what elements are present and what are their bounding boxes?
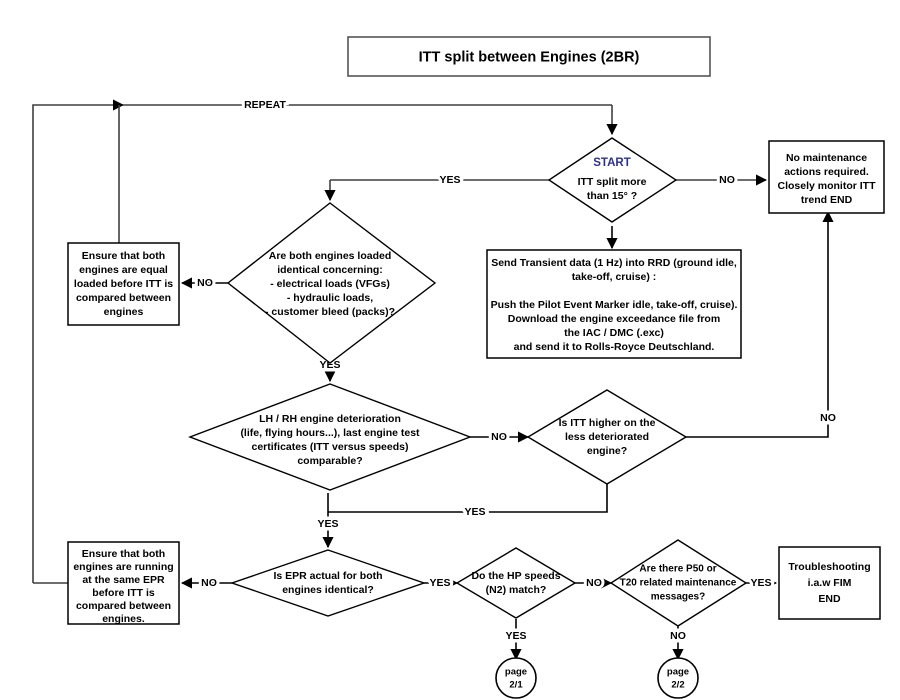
edge-label-p50-yes: YES — [750, 577, 771, 589]
edge-p50-yes: YES — [746, 574, 778, 592]
box-ensure-same-epr-line-1: Ensure that both — [82, 548, 165, 560]
box-ensure-same-epr-line-6: engines. — [102, 613, 145, 625]
edge-epr-yes: YES — [424, 574, 459, 592]
box-ensure-equal-loaded-line-3: loaded before ITT is — [74, 278, 173, 290]
start-label: START — [593, 157, 630, 169]
box-ensure-same-epr-line-5: compared between — [76, 600, 171, 612]
box-send-transient-line-2: take-off, cruise) : — [572, 271, 657, 283]
decision-p50-t20-line-2: T20 related maintenance — [620, 578, 737, 589]
box-ensure-same-epr-line-3: at the same EPR — [82, 574, 165, 586]
decision-start-line-2: than 15° ? — [587, 190, 637, 202]
box-troubleshooting-line-1: Troubleshooting — [788, 561, 870, 573]
decision-engine-loads-line-4: - hydraulic loads, — [287, 292, 373, 304]
box-ensure-same-epr-line-4: before ITT is — [92, 587, 155, 599]
box-no-maintenance[interactable]: No maintenance actions required. Closely… — [768, 140, 885, 214]
edge-hp-no: NO — [575, 574, 613, 592]
decision-hp-speeds-line-2: (N2) match? — [486, 584, 547, 596]
box-send-transient[interactable]: Send Transient data (1 Hz) into RRD (gro… — [486, 249, 742, 359]
edge-start-no: NO — [676, 171, 768, 189]
connector-page-2-1[interactable]: page 2/1 — [495, 657, 537, 699]
edge-label-loads-no: NO — [197, 277, 213, 289]
edge-p50-no: NO — [667, 619, 689, 661]
edge-label-epr-no: NO — [201, 577, 217, 589]
box-send-transient-line-1: Send Transient data (1 Hz) into RRD (gro… — [491, 257, 737, 269]
edge-label-loads-yes: YES — [319, 359, 340, 371]
edge-repeat: REPEAT — [32, 96, 618, 583]
box-send-transient-line-7: and send it to Rolls-Royce Deutschland. — [514, 341, 715, 353]
box-troubleshooting-line-3: END — [818, 593, 841, 605]
connector-page-2-2[interactable]: page 2/2 — [657, 657, 699, 699]
box-ensure-same-epr[interactable]: Ensure that both engines are running at … — [67, 541, 180, 625]
decision-p50-t20-messages[interactable]: Are there P50 or T20 related maintenance… — [609, 539, 748, 627]
decision-deterioration-line-3: certificates (ITT versus speeds) — [252, 441, 409, 453]
decision-engine-loads[interactable]: Are both engines loaded identical concer… — [226, 202, 437, 364]
box-ensure-equal-loaded-line-2: engines are equal — [79, 264, 168, 276]
edge-label-hp-no: NO — [586, 577, 602, 589]
edge-label-deterioration-no: NO — [491, 431, 507, 443]
decision-deterioration-line-4: comparable? — [297, 455, 362, 467]
box-no-maintenance-line-3: Closely monitor ITT — [777, 180, 876, 192]
decision-epr-identical[interactable]: Is EPR actual for both engines identical… — [229, 549, 427, 617]
connector-page-2-2-line-2: 2/2 — [671, 680, 684, 691]
box-no-maintenance-line-2: actions required. — [784, 166, 869, 178]
connector-page-2-2-line-1: page — [667, 667, 689, 678]
edge-hp-yes: YES — [502, 619, 530, 661]
decision-itt-higher[interactable]: Is ITT higher on the less deteriorated e… — [526, 389, 688, 485]
decision-p50-t20-line-1: Are there P50 or — [639, 564, 716, 575]
edge-itt-higher-yes: YES — [328, 481, 608, 521]
page-title: ITT split between Engines (2BR) — [419, 49, 640, 65]
edge-label-p50-no: NO — [670, 630, 686, 642]
edge-epr-no: NO — [180, 574, 232, 592]
edge-label-start-yes: YES — [439, 174, 460, 186]
decision-epr-line-2: engines identical? — [282, 584, 374, 596]
connector-page-2-1-line-2: 2/1 — [509, 680, 523, 691]
decision-hp-speeds[interactable]: Do the HP speeds (N2) match? — [455, 547, 577, 619]
decision-start[interactable]: START ITT split more than 15° ? — [547, 137, 678, 223]
box-troubleshooting-line-2: i.a.w FIM — [808, 577, 852, 589]
decision-engine-deterioration[interactable]: LH / RH engine deterioration (life, flyi… — [188, 383, 472, 491]
decision-epr-line-1: Is EPR actual for both — [273, 570, 382, 582]
edge-deterioration-yes: YES — [314, 493, 342, 549]
box-send-transient-line-6: the IAC / DMC (.exc) — [564, 327, 664, 339]
edge-loads-yes: YES — [316, 355, 344, 383]
decision-deterioration-line-2: (life, flying hours...), last engine tes… — [240, 427, 420, 439]
box-ensure-equal-loaded-line-5: engines — [104, 306, 144, 318]
box-troubleshooting[interactable]: Troubleshooting i.a.w FIM END — [778, 546, 881, 620]
box-ensure-equal-loaded-line-4: compared between — [76, 292, 171, 304]
decision-hp-speeds-line-1: Do the HP speeds — [471, 570, 560, 582]
decision-deterioration-line-1: LH / RH engine deterioration — [259, 413, 401, 425]
title-box: ITT split between Engines (2BR) — [347, 36, 711, 77]
edge-itt-higher-no: NO — [686, 210, 839, 438]
edge-label-deterioration-yes: YES — [317, 518, 338, 530]
decision-itt-higher-line-2: less deteriorated — [565, 431, 649, 443]
edge-label-hp-yes: YES — [505, 630, 526, 642]
box-ensure-same-epr-line-2: engines are running — [73, 561, 173, 573]
edge-deterioration-no: NO — [470, 428, 530, 446]
box-no-maintenance-line-4: trend END — [801, 194, 853, 206]
decision-p50-t20-line-3: messages? — [651, 592, 705, 603]
box-send-transient-line-4: Push the Pilot Event Marker idle, take-o… — [491, 299, 738, 311]
edge-label-itt-higher-no: NO — [820, 412, 836, 424]
edge-loads-no: NO — [180, 274, 228, 292]
edge-label-epr-yes: YES — [429, 577, 450, 589]
edge-label-itt-higher-yes: YES — [464, 506, 485, 518]
edge-label-repeat: REPEAT — [244, 99, 286, 111]
box-ensure-equal-loaded[interactable]: Ensure that both engines are equal loade… — [67, 242, 180, 326]
decision-engine-loads-line-3: - electrical loads (VFGs) — [270, 278, 390, 290]
decision-start-line-1: ITT split more — [578, 176, 647, 188]
box-no-maintenance-line-1: No maintenance — [786, 152, 867, 164]
edge-start-yes: YES — [324, 171, 549, 202]
decision-itt-higher-line-3: engine? — [587, 445, 627, 457]
decision-engine-loads-line-2: identical concerning: — [277, 264, 383, 276]
decision-engine-loads-line-5: - customer bleed (packs)? — [265, 306, 395, 318]
box-ensure-equal-loaded-line-1: Ensure that both — [82, 250, 165, 262]
decision-itt-higher-line-1: Is ITT higher on the — [559, 417, 656, 429]
decision-engine-loads-line-1: Are both engines loaded — [269, 250, 392, 262]
box-send-transient-line-5: Download the engine exceedance file from — [508, 313, 720, 325]
edge-label-start-no: NO — [719, 174, 735, 186]
connector-page-2-1-line-1: page — [505, 667, 527, 678]
